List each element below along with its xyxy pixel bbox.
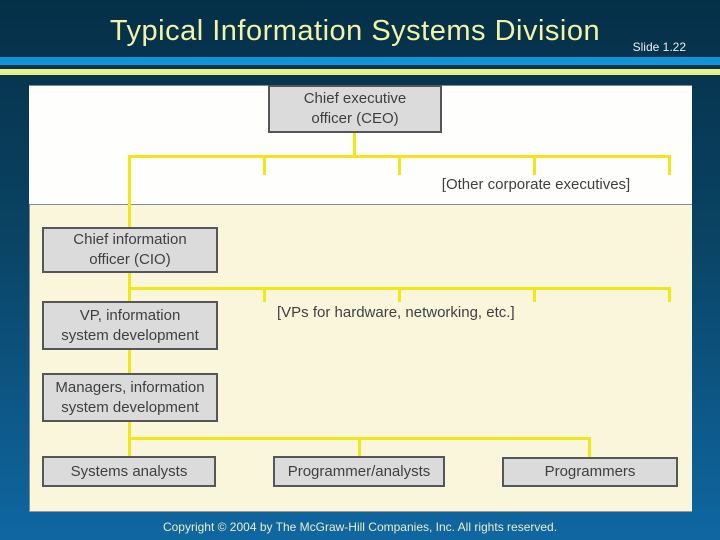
org-box-pr-line1: Programmers [544,463,636,480]
org-box-vp-line2: system development [61,326,199,344]
org-box-mgr-line2: system development [61,398,199,416]
yellow-stripe [0,69,720,75]
annotation-vps-hardware-networking: [VPs for hardware, networking, etc.] [277,304,515,321]
connector-cio-drop [128,158,131,227]
org-box-programmer-analysts: Programmer/analysts [273,456,445,487]
blue-stripe [0,57,720,65]
org-box-pa-line1: Programmer/analysts [287,462,431,480]
rail2-tick-1 [263,290,266,302]
rail1-tick-1 [263,158,266,175]
rail2-tick-2 [398,290,401,302]
org-box-ceo-line1: Chief executive [303,90,407,107]
org-box-managers-isd: Managers, information system development [42,373,218,422]
slide-number: Slide 1.22 [632,40,686,54]
connector-vp-to-managers [128,350,131,373]
annotation-other-corporate-executives: [Other corporate executives] [441,176,631,193]
rail2-tick-3 [533,290,536,302]
rail3-tick-programmers [588,440,591,457]
rail1-tick-2 [398,158,401,175]
org-box-programmers: Programmers [502,457,678,487]
rail1-tick-end [668,158,671,175]
org-box-ceo-line2: officer (CEO) [311,110,399,127]
org-box-cio: Chief information officer (CIO) [42,227,218,273]
rail-managers-children [128,437,591,440]
rail-ceo-children [128,155,671,158]
org-box-vp-line1: VP, information [79,306,181,324]
org-box-vp-isd: VP, information system development [42,301,218,350]
footer-copyright: Copyright © 2004 by The McGraw-Hill Comp… [162,520,558,534]
org-box-ceo: Chief executive officer (CEO) [268,85,442,133]
connector-ceo-drop [353,133,356,158]
org-box-sa-line1: Systems analysts [70,462,188,480]
rail1-tick-3 [533,158,536,175]
org-box-cio-line1: Chief information [73,231,187,248]
org-box-cio-line2: officer (CIO) [89,251,171,268]
rail-cio-children [128,287,671,290]
slide-title: Typical Information Systems Division [109,15,601,47]
rail2-tick-end [668,290,671,302]
rail3-tick-programmer-analysts [358,440,361,456]
org-box-mgr-line1: Managers, information [55,378,205,396]
org-box-systems-analysts: Systems analysts [42,456,216,487]
